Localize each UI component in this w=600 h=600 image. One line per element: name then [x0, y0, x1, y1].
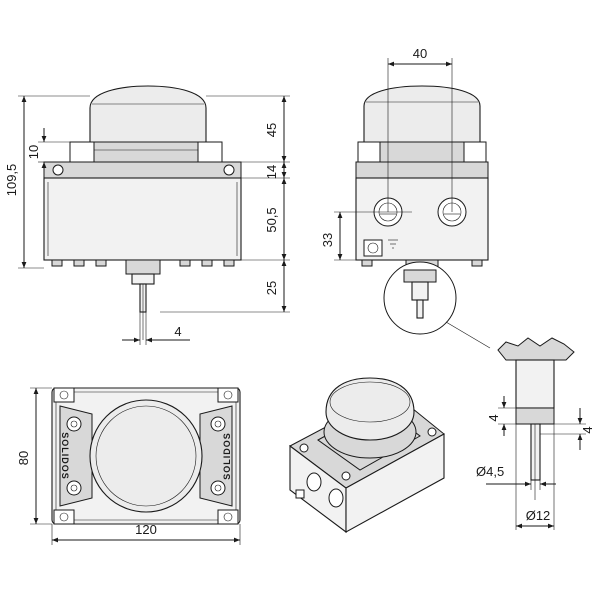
- side-frame: [355, 161, 489, 179]
- dim-hole-height: 33: [320, 233, 335, 247]
- ground-terminal-icon: [363, 239, 398, 257]
- dim-shaft: 25: [264, 281, 279, 295]
- side-dimensions: 40 33: [320, 46, 453, 261]
- top-dimensions: 120 80: [16, 387, 241, 545]
- dim-stem: 4: [174, 324, 181, 339]
- front-dimensions: 109,5 10 45 14 50,5 25 4: [4, 95, 290, 345]
- dim-total-height: 109,5: [4, 164, 19, 197]
- detail-dimensions: 4 4 Ø4,5 Ø12: [476, 396, 595, 530]
- top-view: SOLIDOS SOLIDOS: [51, 387, 241, 525]
- side-cap: [363, 85, 481, 143]
- dim-stem-diameter: Ø4,5: [476, 464, 504, 479]
- front-view: [43, 85, 242, 340]
- iso-right-face: [345, 433, 445, 533]
- front-frame: [43, 161, 242, 179]
- dim-depth: 80: [16, 451, 31, 465]
- dim-hole-spacing: 40: [413, 46, 427, 61]
- dim-body: 50,5: [264, 207, 279, 232]
- front-bottom-screws: [51, 259, 235, 267]
- side-view: [355, 85, 489, 271]
- dim-frame: 14: [264, 165, 279, 179]
- detail-callout: [383, 261, 491, 349]
- dim-stem-side: 4: [580, 426, 595, 433]
- dim-width: 120: [135, 522, 157, 537]
- detail-collar: [515, 407, 555, 425]
- detail-break-top: [497, 337, 575, 361]
- dim-flange: 10: [26, 145, 41, 159]
- detail-shaft: [515, 359, 555, 409]
- front-shaft-base: [125, 259, 161, 275]
- detail-stem: [530, 423, 541, 481]
- dim-shaft-diameter: Ø12: [526, 508, 551, 523]
- brand-label-left: SOLIDOS: [60, 432, 70, 480]
- detail-view: [497, 337, 575, 500]
- dim-stem-top: 4: [486, 414, 501, 421]
- dim-cap: 45: [264, 123, 279, 137]
- front-body: [43, 177, 242, 261]
- isometric-view: [289, 377, 445, 534]
- top-dome: [89, 399, 203, 513]
- iso-dome: [325, 377, 415, 441]
- front-cap: [89, 85, 207, 143]
- brand-label-right: SOLIDOS: [222, 432, 232, 480]
